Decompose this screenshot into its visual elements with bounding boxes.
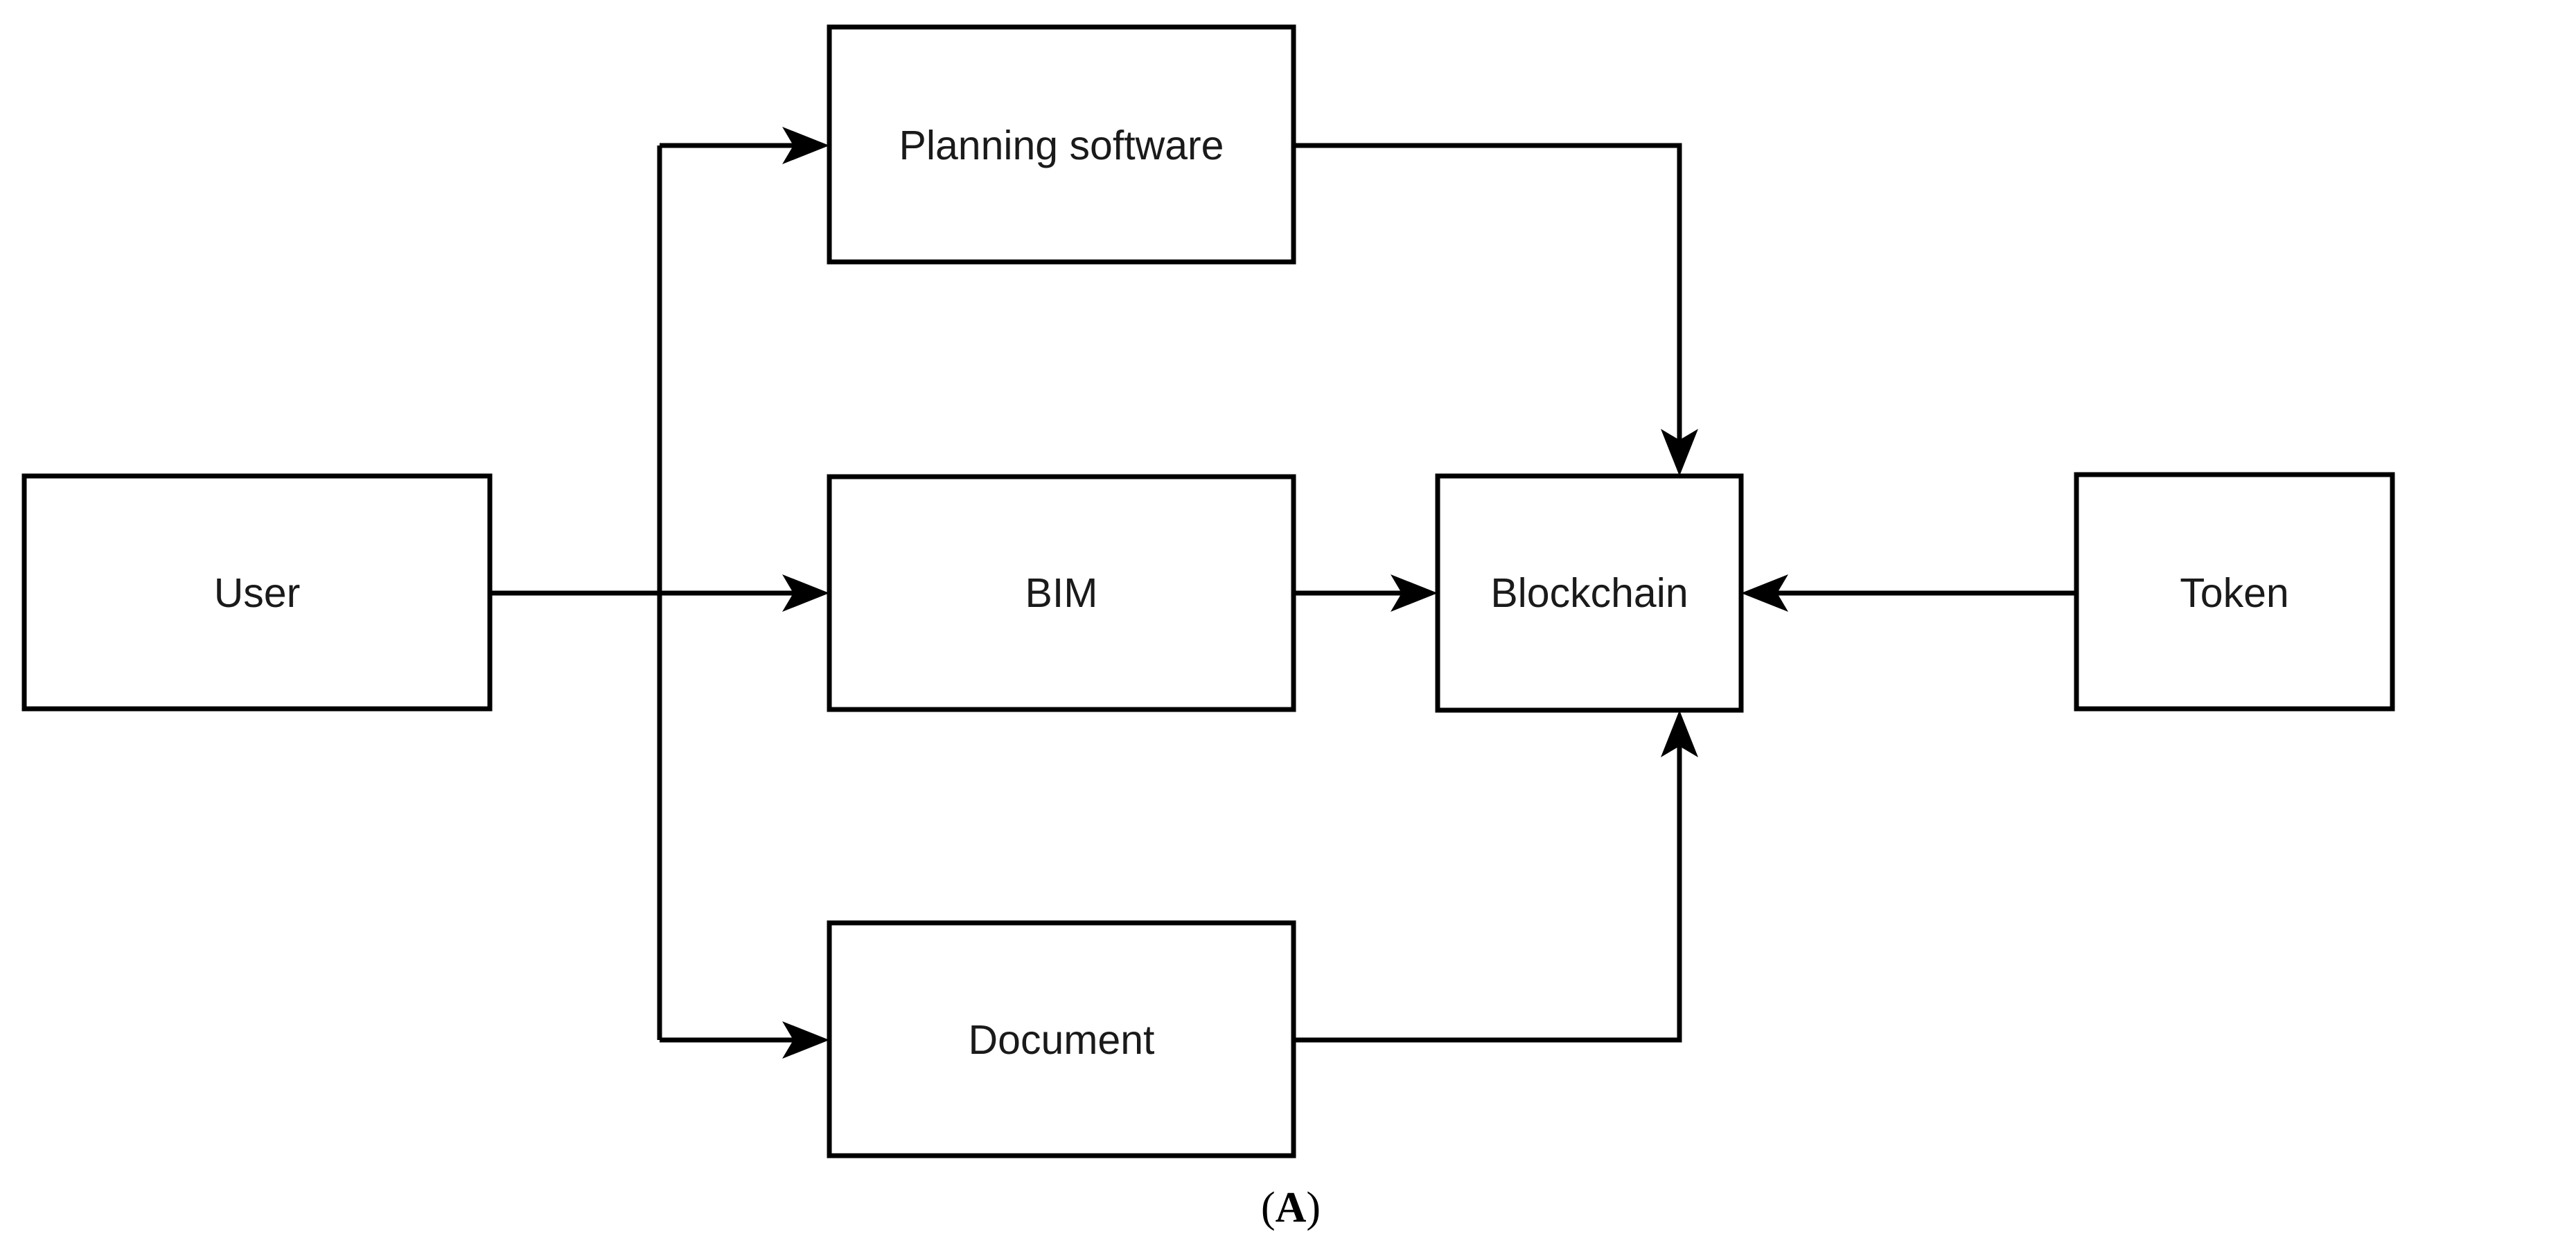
node-planning-software-label: Planning software xyxy=(899,123,1224,168)
node-blockchain-box[interactable] xyxy=(1435,473,1744,713)
node-blockchain[interactable]: Blockchain xyxy=(1435,473,1744,713)
edge-planning-to-blockchain-line xyxy=(1294,143,1682,455)
caption-letter: A xyxy=(1276,1184,1307,1231)
edge-group xyxy=(490,127,2076,1059)
node-token-label: Token xyxy=(2180,570,2288,616)
arrowhead-user-to-planning xyxy=(782,127,829,164)
arrowhead-user-to-document xyxy=(782,1021,829,1059)
node-user-label: User xyxy=(214,570,301,616)
caption-close-paren: ) xyxy=(1306,1184,1321,1231)
arrowhead-document-to-blockchain xyxy=(1661,710,1698,757)
edge-user-trunk xyxy=(490,146,662,1040)
edge-document-to-blockchain-line xyxy=(1294,731,1682,1043)
arrowhead-user-to-bim xyxy=(782,574,829,612)
figure-caption-text: (A) xyxy=(1261,1184,1321,1231)
node-planning-software[interactable]: Planning software xyxy=(827,24,1296,265)
node-document-box[interactable] xyxy=(827,920,1296,1158)
arrowhead-token-to-blockchain xyxy=(1741,574,1788,612)
node-blockchain-label: Blockchain xyxy=(1490,570,1688,616)
arrowhead-bim-to-blockchain xyxy=(1391,574,1438,612)
node-user[interactable]: User xyxy=(21,473,493,712)
node-token[interactable]: Token xyxy=(2074,472,2395,712)
node-token-box[interactable] xyxy=(2074,472,2395,712)
node-group: User Planning software BIM Document Bloc… xyxy=(21,24,2395,1158)
node-document[interactable]: Document xyxy=(827,920,1296,1158)
node-bim-box[interactable] xyxy=(827,474,1296,712)
arrowhead-planning-to-blockchain xyxy=(1661,429,1698,476)
node-planning-software-box[interactable] xyxy=(827,24,1296,265)
node-document-label: Document xyxy=(969,1017,1155,1063)
node-user-box[interactable] xyxy=(21,473,493,712)
node-bim[interactable]: BIM xyxy=(827,474,1296,712)
node-bim-label: BIM xyxy=(1025,570,1098,616)
caption-open-paren: ( xyxy=(1261,1184,1276,1231)
figure-caption: (A) xyxy=(1261,1184,1321,1231)
